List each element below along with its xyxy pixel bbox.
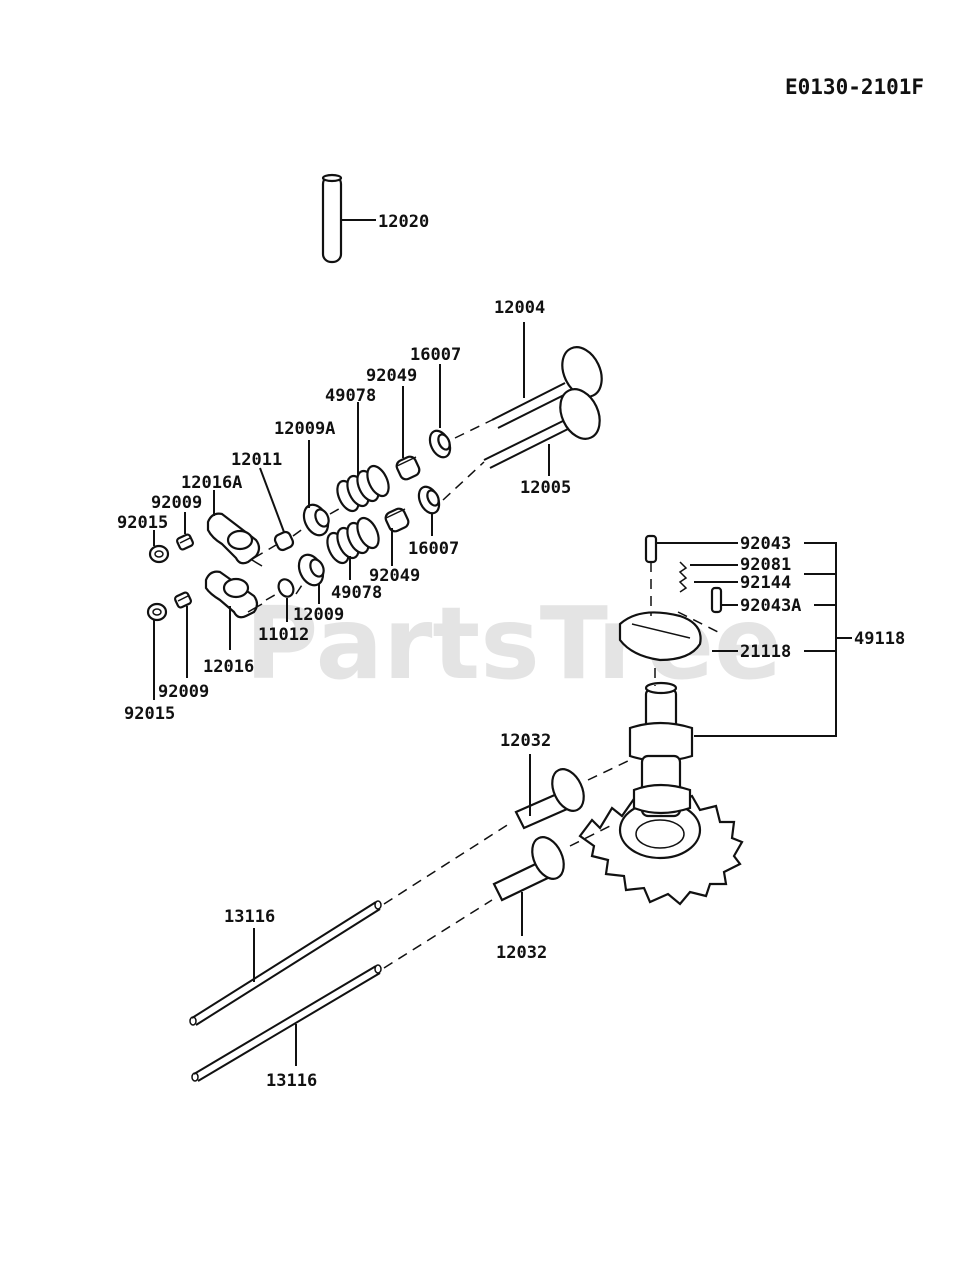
- label-92049-bottom[interactable]: 92049: [369, 566, 420, 586]
- dash-12011b: [292, 527, 305, 537]
- label-92015-bottom[interactable]: 92015: [124, 704, 175, 724]
- part-92015-nut-bottom[interactable]: [146, 602, 168, 622]
- document-code: E0130-2101F: [785, 75, 924, 99]
- part-12009A-retainer[interactable]: [299, 501, 332, 539]
- part-12016A-rocker-arm[interactable]: [206, 512, 263, 567]
- watermark: PartsTree: [245, 585, 782, 702]
- part-92009-screw-top[interactable]: [176, 533, 194, 551]
- dash-12032-lower: [569, 825, 611, 847]
- part-92049-seal-top[interactable]: [395, 455, 422, 482]
- part-12005-valve[interactable]: [483, 383, 607, 469]
- dash-13116-upper: [383, 821, 513, 905]
- part-21118-plate[interactable]: [618, 611, 702, 662]
- part-12032-tappet-lower[interactable]: [492, 832, 570, 902]
- label-12009A[interactable]: 12009A: [274, 419, 335, 439]
- part-92043-pin[interactable]: [644, 534, 658, 564]
- label-49078-top[interactable]: 49078: [325, 386, 376, 406]
- part-12016-rocker-arm[interactable]: [204, 570, 263, 619]
- label-16007-bottom[interactable]: 16007: [408, 539, 459, 559]
- label-12005[interactable]: 12005: [520, 478, 571, 498]
- label-92043[interactable]: 92043: [740, 534, 791, 554]
- part-16007-retainer-top[interactable]: [426, 428, 454, 461]
- label-12016[interactable]: 12016: [203, 657, 254, 677]
- label-11012[interactable]: 11012: [258, 625, 309, 645]
- part-92081-spring[interactable]: [678, 561, 688, 593]
- label-92043A[interactable]: 92043A: [740, 596, 801, 616]
- part-49078-spring-top[interactable]: [333, 463, 393, 515]
- part-12009-retainer[interactable]: [294, 551, 327, 589]
- label-21118[interactable]: 21118: [740, 642, 791, 662]
- dash-13116-lower: [383, 899, 493, 969]
- bracket-49118: [694, 542, 837, 737]
- part-13116-push-rod-upper[interactable]: [189, 900, 382, 1026]
- dash-92043A: [677, 611, 719, 633]
- part-92043A-pin[interactable]: [710, 586, 723, 614]
- label-92009-bottom[interactable]: 92009: [158, 682, 209, 702]
- label-16007-top[interactable]: 16007: [410, 345, 461, 365]
- label-12009[interactable]: 12009: [293, 605, 344, 625]
- label-12020[interactable]: 12020: [378, 212, 429, 232]
- label-12032-lower[interactable]: 12032: [496, 943, 547, 963]
- label-49118[interactable]: 49118: [854, 629, 905, 649]
- part-92015-nut-top[interactable]: [148, 544, 170, 564]
- dash-12011: [253, 544, 277, 559]
- part-12020-pin[interactable]: [321, 173, 343, 264]
- dash-12009A: [329, 505, 345, 515]
- part-11012-cap[interactable]: [276, 577, 296, 599]
- label-12011[interactable]: 12011: [231, 450, 282, 470]
- label-92009-top[interactable]: 92009: [151, 493, 202, 513]
- label-92049-top[interactable]: 92049: [366, 366, 417, 386]
- leader-12011: [259, 467, 285, 533]
- part-camshaft-assembly[interactable]: [578, 681, 744, 906]
- label-92015-top[interactable]: 92015: [117, 513, 168, 533]
- label-13116-lower[interactable]: 13116: [266, 1071, 317, 1091]
- label-49078-bottom[interactable]: 49078: [331, 583, 382, 603]
- dash-12009: [295, 581, 305, 595]
- label-12016A[interactable]: 12016A: [181, 473, 242, 493]
- part-12004-valve[interactable]: [491, 341, 609, 429]
- part-92009-screw-bottom[interactable]: [174, 591, 192, 609]
- dash-12032-upper: [587, 759, 631, 781]
- part-49078-spring-bottom[interactable]: [323, 515, 383, 567]
- dash-12005: [442, 461, 485, 501]
- label-13116-upper[interactable]: 13116: [224, 907, 275, 927]
- part-12032-tappet-upper[interactable]: [514, 764, 590, 830]
- part-16007-retainer-bottom[interactable]: [415, 484, 443, 517]
- label-12032-upper[interactable]: 12032: [500, 731, 551, 751]
- part-13116-push-rod-lower[interactable]: [191, 964, 382, 1082]
- label-92144[interactable]: 92144: [740, 573, 791, 593]
- part-12011-cap[interactable]: [273, 530, 295, 552]
- dash-12004: [454, 419, 493, 439]
- label-12004[interactable]: 12004: [494, 298, 545, 318]
- label-92081[interactable]: 92081: [740, 555, 791, 575]
- part-92049-seal-bottom[interactable]: [384, 507, 411, 534]
- dash-11012: [265, 591, 281, 601]
